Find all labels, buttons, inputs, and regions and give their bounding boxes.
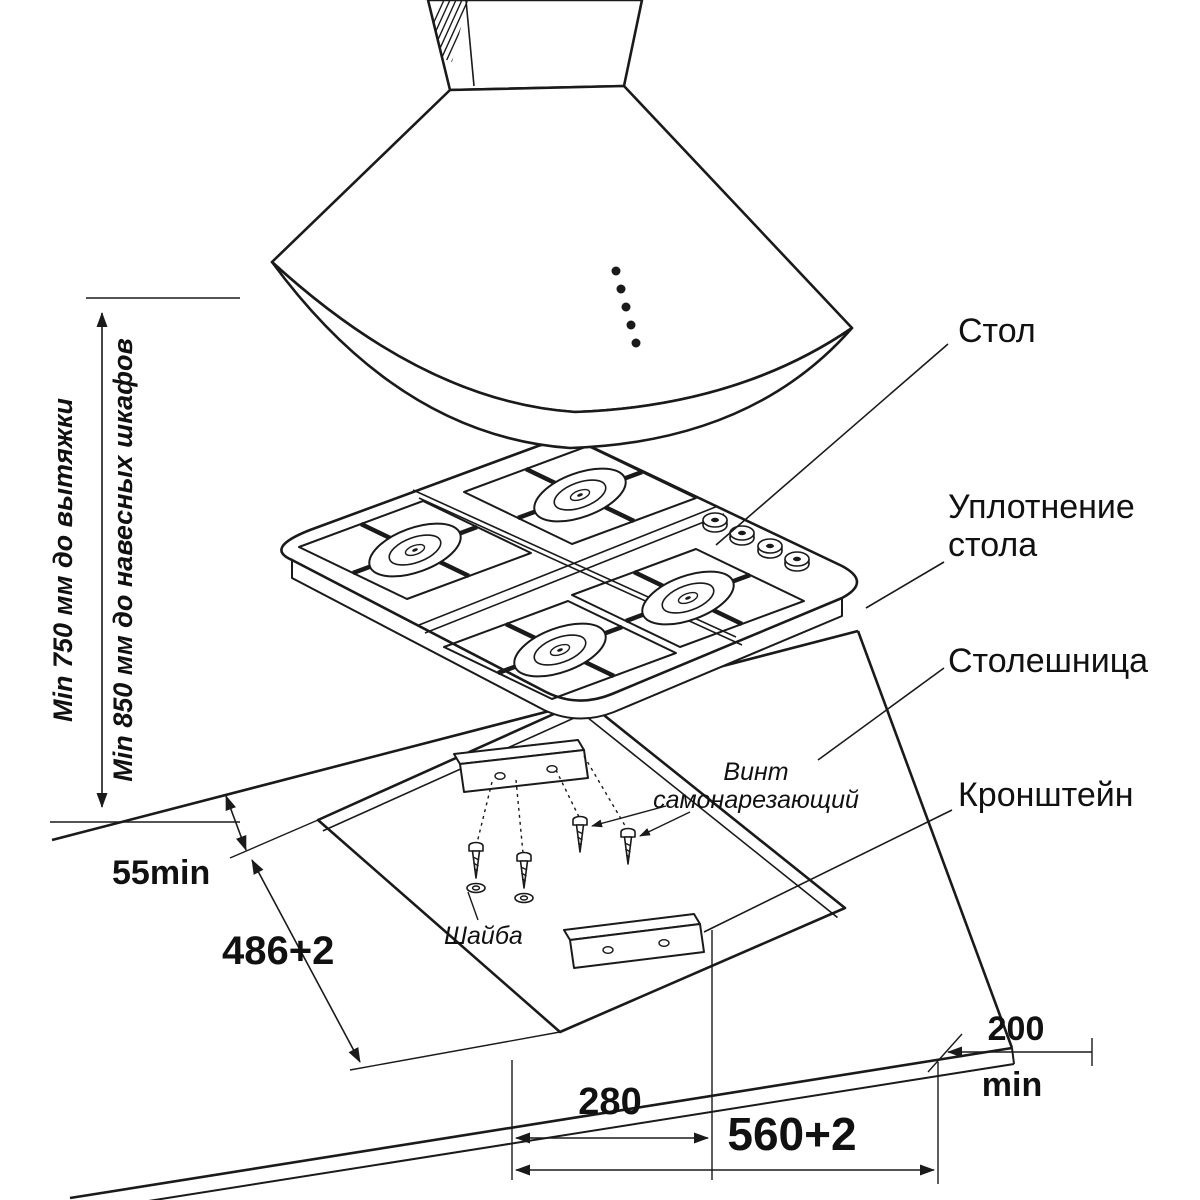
bracket-hole bbox=[546, 765, 558, 774]
dim-label-280: 280 bbox=[578, 1081, 641, 1123]
dim-extension bbox=[927, 1033, 963, 1073]
hood-control-buttons bbox=[611, 266, 641, 348]
label-washer: Шайба bbox=[444, 922, 523, 950]
cutout-inner-edge-left bbox=[322, 710, 591, 832]
label-seal-line2: стола bbox=[948, 526, 1037, 564]
countertop-right-edge bbox=[856, 630, 1014, 1049]
dim-extension bbox=[349, 1031, 561, 1071]
burner-back bbox=[463, 445, 697, 545]
dim-label-min: min bbox=[982, 1066, 1042, 1104]
range-hood bbox=[270, 0, 854, 450]
leader-seal bbox=[865, 561, 945, 609]
control-knobs bbox=[702, 512, 810, 572]
hood-canopy bbox=[270, 84, 854, 414]
mounting-bracket-lower bbox=[563, 913, 705, 969]
knob bbox=[702, 512, 728, 533]
dim-line bbox=[225, 795, 247, 851]
label-countertop: Столешница bbox=[948, 642, 1148, 680]
self-tapping-screw-2 bbox=[516, 851, 532, 889]
dim-label-486: 486+2 bbox=[222, 929, 334, 973]
burner-right bbox=[571, 548, 805, 648]
dim-side-min: 200 min bbox=[927, 1010, 1093, 1104]
leader-washer bbox=[467, 891, 479, 921]
burner-front bbox=[443, 600, 677, 700]
dim-label-200: 200 bbox=[988, 1010, 1045, 1048]
dim-hood-clearance: Min 750 мм до вытяжки Min 850 мм до наве… bbox=[48, 297, 240, 823]
bracket-hole bbox=[658, 939, 670, 948]
knob bbox=[784, 551, 810, 572]
dim-cutout-width: 560+2 bbox=[515, 1062, 939, 1184]
knob bbox=[757, 538, 783, 559]
leader-bracket bbox=[703, 809, 953, 933]
countertop-corner bbox=[1011, 1047, 1015, 1065]
label-screw-line2: самонарезающий bbox=[653, 786, 859, 814]
hood-duct bbox=[426, 0, 644, 92]
label-table: Стол bbox=[958, 312, 1036, 350]
label-screw-line1: Винт bbox=[723, 758, 788, 786]
dim-edge-min: 55min bbox=[112, 795, 319, 892]
countertop-front-thickness bbox=[148, 1063, 1015, 1200]
dim-extension bbox=[229, 819, 319, 859]
dim-bracket-offset: 280 bbox=[511, 930, 713, 1180]
leader-countertop bbox=[817, 667, 945, 761]
dim-label-55min: 55min bbox=[112, 854, 210, 892]
callout-leaders bbox=[467, 343, 953, 933]
cutout-inner-edge-right bbox=[577, 708, 838, 919]
screw-projection-lines bbox=[476, 755, 628, 854]
leader-table bbox=[715, 343, 949, 546]
bracket-hole bbox=[494, 772, 506, 781]
bracket-hole bbox=[602, 946, 614, 955]
self-tapping-screw-1 bbox=[468, 841, 484, 879]
burner-left bbox=[298, 500, 532, 600]
self-tapping-screw-3 bbox=[572, 815, 588, 853]
mounting-bracket-upper bbox=[453, 739, 589, 793]
dim-label-750: Min 750 мм до вытяжки bbox=[48, 397, 78, 722]
cooktop bbox=[280, 440, 859, 720]
duct-corner-edge bbox=[465, 0, 475, 87]
leader-screw-2 bbox=[591, 805, 667, 828]
dim-cutout-depth: 486+2 bbox=[222, 859, 561, 1071]
dim-line bbox=[251, 859, 361, 1063]
leader-screw-1 bbox=[639, 811, 691, 837]
dim-label-560: 560+2 bbox=[727, 1108, 856, 1160]
self-tapping-screw-4 bbox=[620, 827, 636, 865]
washer-1 bbox=[466, 882, 486, 894]
label-seal-line1: Уплотнение bbox=[948, 488, 1135, 526]
dim-label-850: Min 850 мм до навесных шкафов bbox=[108, 338, 138, 782]
hood-rim-band bbox=[270, 260, 854, 450]
countertop-front-edge bbox=[69, 1046, 1013, 1200]
label-bracket: Кронштейн bbox=[958, 776, 1134, 814]
knob bbox=[729, 525, 755, 546]
washer-2 bbox=[514, 892, 534, 904]
